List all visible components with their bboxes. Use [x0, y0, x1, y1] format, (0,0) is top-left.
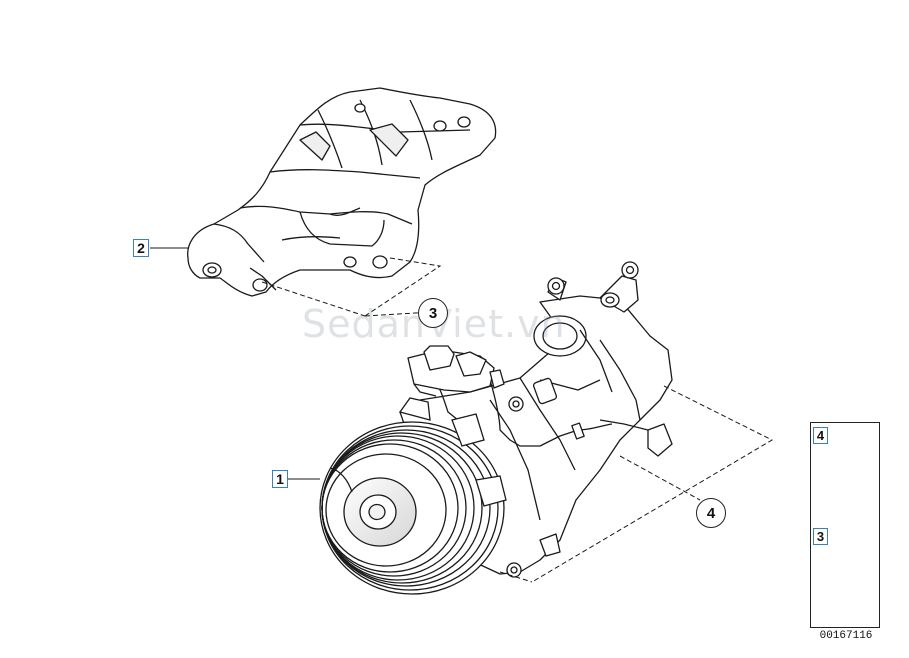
callout-4[interactable]: 4: [696, 498, 726, 528]
callout-2[interactable]: 2: [133, 239, 149, 257]
pulley-drawing: [319, 421, 505, 595]
callout-1[interactable]: 1: [272, 470, 288, 488]
leader-lines-3: [261, 257, 442, 317]
compressor-mount-ears: [398, 397, 507, 507]
diagram-id: 00167116: [819, 630, 873, 642]
leader-lines-4: [499, 385, 774, 583]
parts-legend: 4 3: [810, 422, 880, 628]
callout-leaders: [150, 247, 320, 480]
legend-item-4[interactable]: 4: [813, 427, 828, 444]
bracket-drawing: [187, 87, 497, 297]
callout-3[interactable]: 3: [418, 298, 448, 328]
legend-item-3[interactable]: 3: [813, 528, 828, 545]
